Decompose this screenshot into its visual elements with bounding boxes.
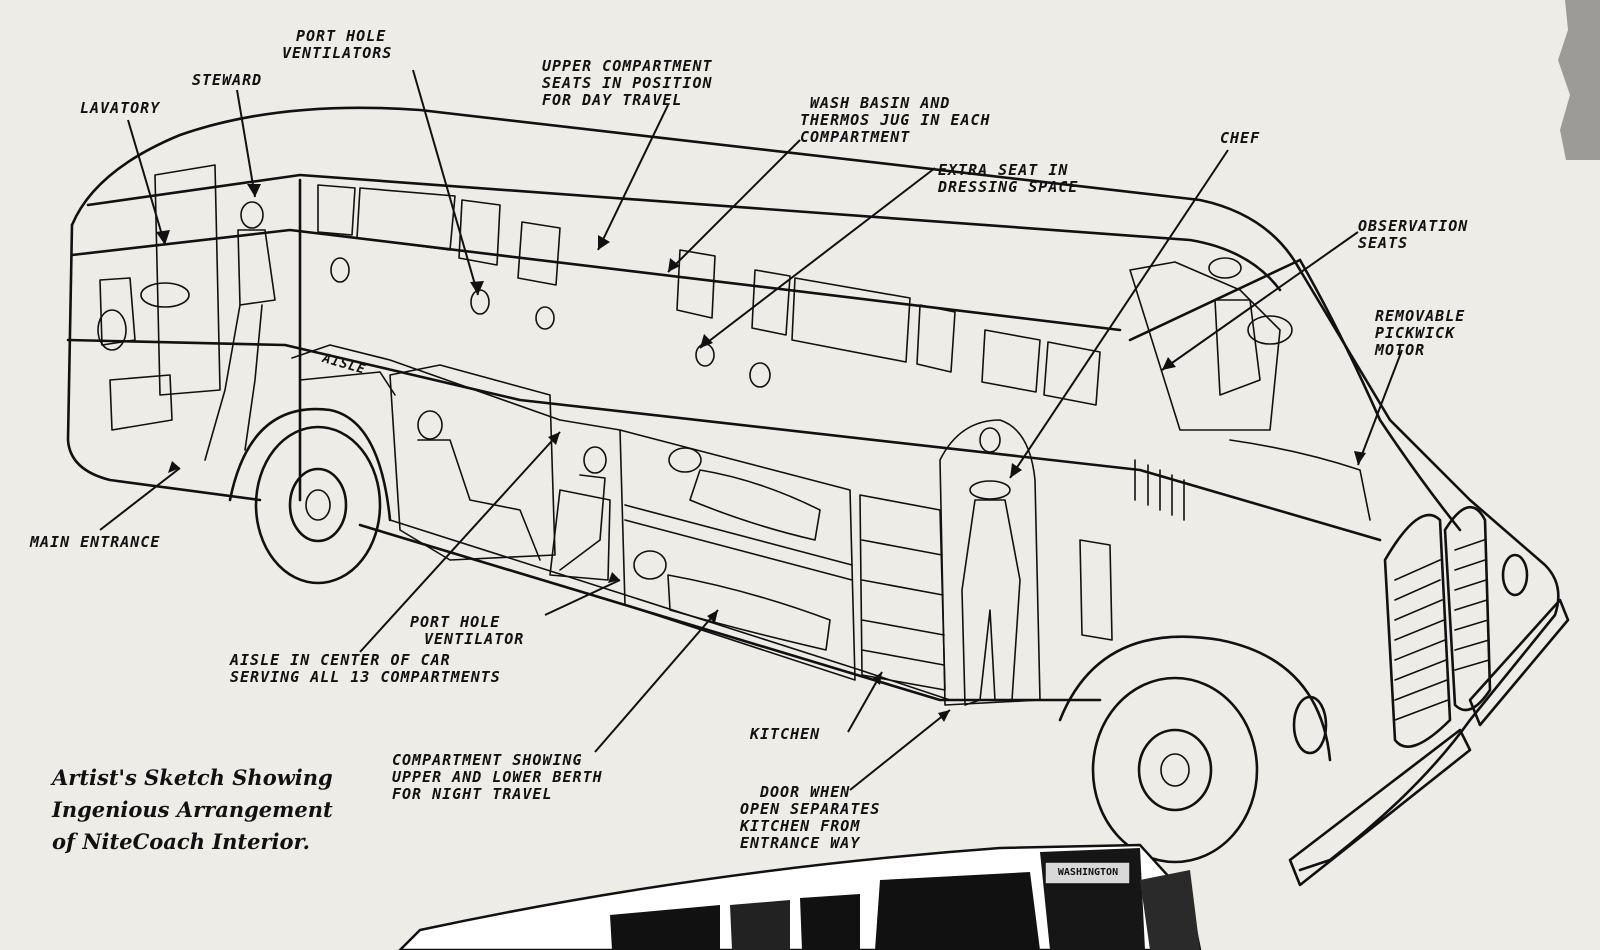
label-line: VENTILATORS <box>282 44 393 62</box>
label-line: REMOVABLE <box>1375 307 1466 325</box>
destination-sign: WASHINGTON <box>1057 867 1119 878</box>
label-observation-seats: OBSERVATION SEATS <box>1358 218 1468 252</box>
lower-seat-compartment <box>389 364 611 581</box>
label-line: MOTOR <box>1375 341 1426 359</box>
label-line: WASH BASIN AND <box>810 94 951 112</box>
port-holes <box>330 257 1001 453</box>
label-main-entrance-text: MAIN ENTRANCE <box>30 533 161 551</box>
caption-line: Artist's Sketch Showing <box>52 765 333 790</box>
label-port-hole-ventilator: PORT HOLE VENTILATOR <box>410 614 524 648</box>
label-line: UPPER AND LOWER BERTH <box>392 768 603 786</box>
arrow-heads <box>156 184 1366 722</box>
label-line: EXTRA SEAT IN <box>938 161 1069 179</box>
label-line: PORT HOLE <box>410 613 501 631</box>
label-line: SEATS IN POSITION <box>542 74 713 92</box>
caption-line: Ingenious Arrangement <box>52 797 333 822</box>
label-chef: CHEF <box>1220 130 1260 147</box>
label-kitchen: KITCHEN <box>750 726 820 743</box>
label-removable-motor: REMOVABLE PICKWICK MOTOR <box>1375 308 1465 359</box>
label-line: THERMOS JUG IN EACH <box>800 111 991 129</box>
berth-compartment <box>619 429 856 681</box>
label-line: AISLE IN CENTER OF CAR <box>230 651 451 669</box>
front-wheel <box>1091 676 1259 864</box>
label-extra-seat: EXTRA SEAT IN DRESSING SPACE <box>938 162 1078 196</box>
kitchen-area <box>859 480 1021 706</box>
label-aisle-center: AISLE IN CENTER OF CAR SERVING ALL 13 CO… <box>230 652 501 686</box>
label-line: VENTILATOR <box>424 630 525 648</box>
label-steward: STEWARD <box>192 72 262 89</box>
label-kitchen-text: KITCHEN <box>750 725 821 743</box>
front-door-panel <box>939 419 1185 706</box>
label-main-entrance: MAIN ENTRANCE <box>30 534 160 551</box>
label-line: SEATS <box>1358 234 1409 252</box>
lavatory-area <box>97 164 221 431</box>
label-line: UPPER COMPARTMENT <box>542 57 713 75</box>
steward-figure <box>204 201 276 461</box>
label-line: DOOR WHEN <box>760 783 851 801</box>
label-line: COMPARTMENT SHOWING <box>392 751 583 769</box>
label-line: KITCHEN FROM <box>740 817 861 835</box>
caption: Artist's Sketch Showing Ingenious Arrang… <box>52 762 333 858</box>
label-line: ENTRANCE WAY <box>740 834 861 852</box>
label-line: DRESSING SPACE <box>938 178 1079 196</box>
label-steward-text: STEWARD <box>192 71 263 89</box>
label-line: OBSERVATION <box>1358 217 1469 235</box>
label-port-hole-ventilators: PORT HOLE VENTILATORS <box>282 28 392 62</box>
label-chef-text: CHEF <box>1220 129 1261 147</box>
caption-line: of NiteCoach Interior. <box>52 829 310 854</box>
torn-edge <box>1558 0 1600 160</box>
label-line: PORT HOLE <box>296 27 387 45</box>
label-line: SERVING ALL 13 COMPARTMENTS <box>230 668 501 686</box>
label-line: FOR NIGHT TRAVEL <box>392 785 553 803</box>
label-lavatory: LAVATORY <box>80 100 160 117</box>
label-upper-compartment: UPPER COMPARTMENT SEATS IN POSITION FOR … <box>542 58 713 109</box>
label-line: COMPARTMENT <box>800 128 911 146</box>
label-line: OPEN SEPARATES <box>740 800 881 818</box>
label-door-kitchen: DOOR WHEN OPEN SEPARATES KITCHEN FROM EN… <box>740 784 880 852</box>
rear-wheel <box>254 425 382 585</box>
upper-windows <box>317 184 1101 406</box>
leader-lines <box>99 69 1403 791</box>
cab <box>1129 257 1371 521</box>
fenders <box>228 407 1332 762</box>
label-line: PICKWICK <box>1375 324 1456 342</box>
label-compartment-berth: COMPARTMENT SHOWING UPPER AND LOWER BERT… <box>392 752 603 803</box>
label-lavatory-text: LAVATORY <box>80 99 161 117</box>
label-wash-basin: WASH BASIN AND THERMOS JUG IN EACH COMPA… <box>800 95 991 146</box>
label-line: FOR DAY TRAVEL <box>542 91 683 109</box>
grille <box>1288 505 1570 887</box>
bottom-coach-photo <box>398 843 1202 950</box>
